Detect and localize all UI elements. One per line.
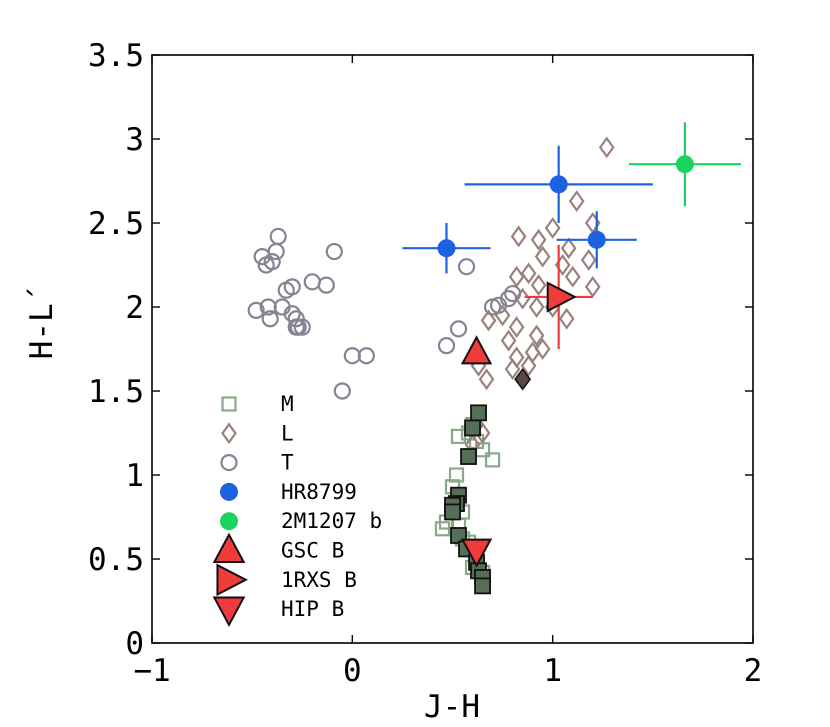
hr8799-point (587, 230, 606, 249)
l-point (568, 190, 585, 213)
t-point (343, 347, 361, 365)
hip-b-point (460, 538, 493, 568)
legend-label: M (281, 392, 294, 416)
x-axis-title: J-H (424, 689, 480, 725)
legend-marker (221, 396, 237, 412)
l-point (520, 354, 537, 377)
l-point (528, 324, 545, 347)
legend-marker (220, 454, 238, 472)
t-point (277, 281, 295, 299)
t-point (261, 310, 279, 328)
square-filled-point (470, 404, 487, 422)
square-filled-point (444, 503, 461, 521)
t-point (457, 258, 476, 276)
t-point (503, 284, 522, 303)
diamond-filled-point (514, 367, 532, 391)
t-point (333, 382, 351, 400)
l-point (504, 358, 521, 381)
m-point (434, 521, 451, 537)
t-point (317, 276, 335, 294)
l-point (598, 136, 615, 159)
square-filled-point (474, 577, 491, 595)
y-tick-label: 1.5 (88, 374, 144, 410)
legend-marker (216, 563, 248, 597)
y-tick-label: 2.5 (88, 206, 144, 242)
t-point (269, 227, 287, 246)
t-point (357, 347, 375, 365)
legend-label: HIP B (281, 597, 344, 621)
data-points (247, 122, 741, 595)
legend-marker (221, 422, 237, 445)
l-point (480, 309, 497, 332)
y-tick-label: 0 (125, 626, 144, 662)
axis-ticks (151, 54, 754, 644)
legend-label: L (281, 421, 294, 445)
l-point (534, 245, 551, 268)
m-point (484, 452, 501, 468)
t-point (287, 318, 305, 336)
l-point (564, 265, 581, 288)
l-point (580, 249, 597, 271)
l-point (534, 338, 551, 360)
hr8799-point (437, 239, 456, 258)
l-point (514, 287, 531, 310)
y-tick-label: 1 (125, 458, 144, 494)
legend-marker (220, 512, 238, 531)
gsc-b-point (460, 335, 493, 365)
t-point (267, 242, 285, 261)
l-point (508, 346, 525, 369)
square-filled-point (464, 419, 481, 437)
x-tick-label: 2 (744, 653, 763, 689)
square-filled-point (460, 448, 477, 465)
x-tick-label: 0 (343, 653, 362, 689)
x-tick-label: 1 (543, 653, 562, 689)
l-point (544, 217, 561, 239)
l-point (528, 296, 545, 318)
t-point (303, 273, 321, 291)
y-tick-label: 3.5 (88, 38, 144, 74)
l-point (530, 228, 547, 251)
legend-label: HR8799 (281, 480, 357, 504)
y-tick-label: 0.5 (88, 542, 144, 578)
t-point (293, 318, 311, 336)
legend-marker (220, 482, 238, 501)
legend-label: T (281, 451, 294, 475)
l-point (584, 275, 601, 298)
l-point (510, 225, 527, 248)
legend-label: 1RXS B (281, 568, 357, 592)
1rxs-b-point (546, 281, 577, 313)
legend-marker (212, 596, 246, 627)
legend-marker (212, 532, 246, 564)
l-point (508, 316, 525, 339)
t-point (257, 256, 275, 274)
legend-label: 2M1207 b (281, 509, 382, 533)
legend: MLT HR8799 2M1207 b GSC B 1RXS B HIP B (212, 392, 382, 627)
l-point (494, 304, 511, 327)
l-point (478, 368, 495, 391)
t-point (449, 320, 468, 338)
l-point (500, 329, 517, 352)
m-point (448, 467, 465, 483)
l-point (558, 307, 575, 330)
l-point (560, 237, 577, 260)
hr8799-point (549, 175, 568, 194)
t-point (247, 301, 265, 319)
t-point (437, 337, 456, 355)
l-point (530, 274, 547, 297)
y-tick-label: 3 (125, 122, 144, 158)
x-tick-label: −1 (133, 653, 170, 689)
y-tick-label: 2 (125, 290, 144, 326)
l-point (508, 265, 525, 288)
l-point (520, 262, 537, 285)
legend-label: GSC B (281, 539, 344, 563)
2m1207-b-point (675, 155, 694, 174)
y-axis-title: H-L´ (24, 285, 60, 360)
t-point (325, 242, 343, 261)
plot-frame (151, 54, 754, 644)
t-point (499, 290, 518, 308)
